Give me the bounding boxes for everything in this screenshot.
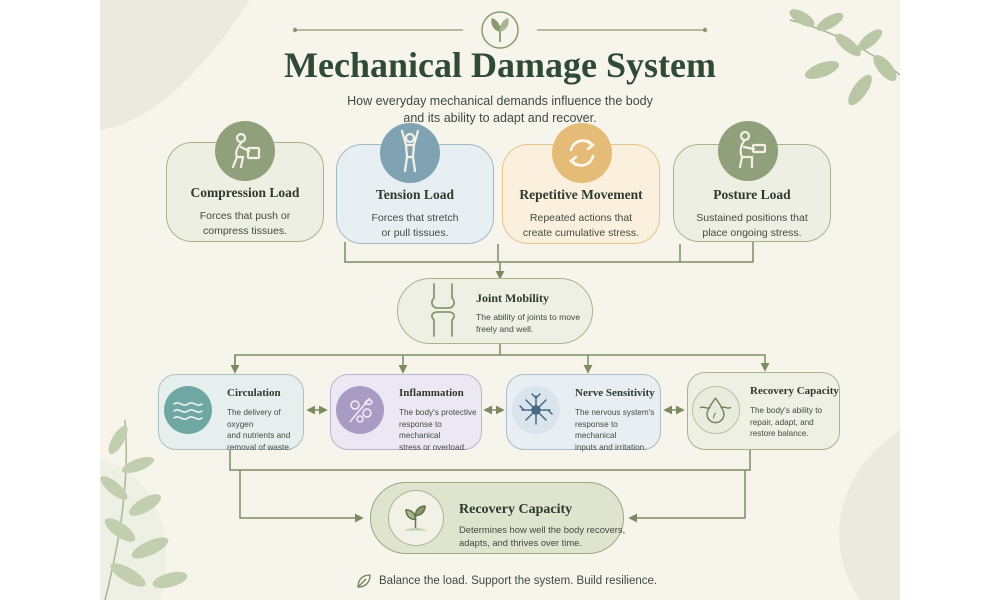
card-desc-line: The body's ability to <box>750 406 823 415</box>
card-desc-line: Forces that push or <box>199 210 291 222</box>
footer-tagline: Balance the load. Support the system. Bu… <box>379 575 658 587</box>
water-drop-icon <box>692 386 740 434</box>
card-title: Circulation <box>227 387 281 399</box>
page-subtitle: How everyday mechanical demands influenc… <box>100 93 900 127</box>
person-stretching-icon <box>380 123 440 183</box>
card-desc-line: create cumulative stress. <box>522 227 640 239</box>
card-desc-line: The delivery of oxygen <box>227 408 281 429</box>
card-title: Repetitive Movement <box>519 187 643 202</box>
knee-joint-icon <box>418 282 468 338</box>
card-desc-line: place ongoing stress. <box>702 227 802 239</box>
card-desc-line: freely and well. <box>476 324 534 334</box>
leaf-icon <box>355 572 373 590</box>
card-recovery-capacity: Recovery Capacity The body's ability to r… <box>687 372 840 450</box>
card-desc-line: response to mechanical <box>399 419 442 441</box>
card-title: Recovery Capacity <box>750 385 839 397</box>
card-desc-line: repair, adapt, and <box>750 417 814 427</box>
card-desc-line: adapts, and thrives over time. <box>459 537 582 548</box>
card-joint-mobility: Joint Mobility The ability of joints to … <box>397 278 593 344</box>
card-desc-line: or pull tissues. <box>381 227 449 239</box>
card-desc-line: removal of waste. <box>227 442 292 452</box>
card-desc-line: restore balance. <box>750 429 809 438</box>
subtitle-line-2: and its ability to adapt and recover. <box>403 111 597 125</box>
card-title: Recovery Capacity <box>459 502 573 517</box>
card-desc-line: The body's protective <box>399 408 477 417</box>
card-desc-line: The ability of joints to move <box>476 312 581 322</box>
infographic: Mechanical Damage System How everyday me… <box>100 0 900 600</box>
card-desc-line: Sustained positions that <box>696 212 808 224</box>
card-posture-load: Posture Load Sustained positions that pla… <box>673 144 831 242</box>
flow-waves-icon <box>164 386 212 434</box>
connector-lines <box>229 242 770 523</box>
leaf-branch-bottom-left <box>100 419 188 600</box>
bg-wash-top-left <box>100 0 250 130</box>
seated-person-icon <box>718 121 778 181</box>
card-title: Posture Load <box>713 187 791 202</box>
card-title: Nerve Sensitivity <box>575 387 655 399</box>
bg-wash-bottom-right <box>839 430 900 600</box>
title-ornament <box>292 11 708 49</box>
card-desc-line: The nervous system's <box>575 408 655 417</box>
card-desc-line: Forces that stretch <box>371 212 459 224</box>
card-desc-line: compress tissues. <box>202 225 288 237</box>
card-desc-line: stress or overload. <box>399 442 467 452</box>
card-desc-line: and nutrients and <box>227 431 291 440</box>
card-desc-line: Repeated actions that <box>529 212 633 224</box>
neuron-icon <box>512 386 560 434</box>
card-title: Joint Mobility <box>476 291 550 305</box>
inflammation-cells-icon <box>336 386 384 434</box>
page-title: Mechanical Damage System <box>284 45 716 85</box>
subtitle-line-1: How everyday mechanical demands influenc… <box>347 94 653 108</box>
leaf-branch-top-right <box>789 9 900 106</box>
card-desc-line: inputs and irritation. <box>575 442 647 452</box>
card-desc-line: Determines how well the body recovers, <box>459 524 626 535</box>
background-art <box>100 0 900 600</box>
footer: Balance the load. Support the system. Bu… <box>355 572 657 590</box>
card-title: Tension Load <box>376 187 454 202</box>
card-title: Inflammation <box>399 387 464 399</box>
card-title: Compression Load <box>190 185 300 200</box>
person-lifting-box-icon <box>215 121 275 181</box>
cycle-arrows-icon <box>552 123 612 183</box>
sprout-icon <box>388 490 444 546</box>
card-desc-line: response to mechanical <box>575 419 618 441</box>
